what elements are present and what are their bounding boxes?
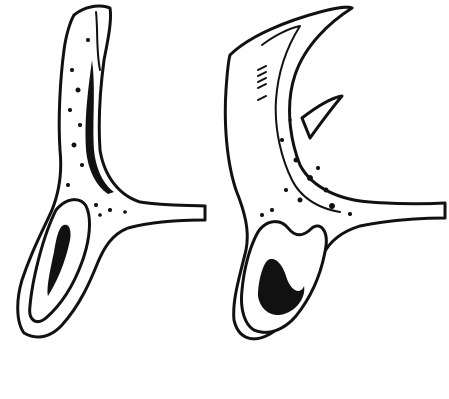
left-panel (18, 6, 205, 337)
right-spur (302, 96, 342, 138)
right-panel (225, 7, 445, 339)
